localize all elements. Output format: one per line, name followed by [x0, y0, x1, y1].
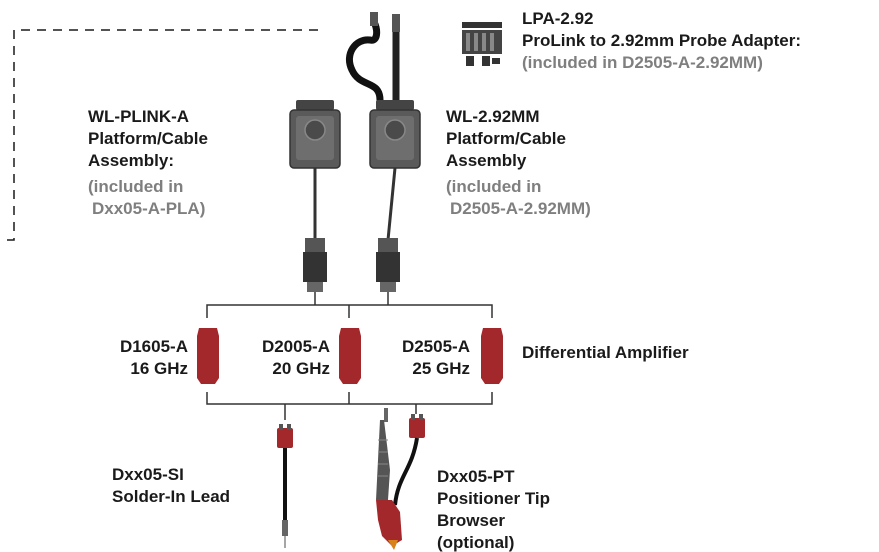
wl-292-note2: D2505-A-2.92MM)	[450, 199, 591, 218]
amplifier-shapes	[197, 328, 503, 384]
wl-292-note1: (included in	[446, 177, 542, 196]
solder-in-desc: Solder-In Lead	[112, 487, 231, 506]
lpa-subtitle: ProLink to 2.92mm Probe Adapter:	[522, 31, 801, 50]
wl-plink-line3: Assembly:	[88, 151, 174, 170]
amp-bandwidth: 20 GHz	[272, 359, 330, 378]
wl-292-line2: Platform/Cable	[446, 129, 566, 148]
upper-bracket	[206, 292, 493, 318]
dashed-bracket	[4, 29, 318, 241]
positioner-line3: Browser	[437, 511, 506, 530]
plink-module	[289, 100, 341, 292]
wl292-module	[369, 100, 421, 292]
amp-model: D2005-A	[261, 337, 330, 356]
wl-292-line3: Assembly	[446, 151, 527, 170]
lpa-note: (included in D2505-A-2.92MM)	[522, 53, 763, 72]
adapter-icon	[462, 22, 502, 66]
amp-bandwidth: 16 GHz	[130, 359, 188, 378]
solder-in-lead	[277, 424, 293, 548]
positioner-optional: (optional)	[437, 533, 515, 552]
wl-292-title: WL-2.92MM	[446, 107, 540, 126]
cable-loop	[345, 12, 400, 104]
amp-model: D1605-A	[119, 337, 188, 356]
amplifier-label: Differential Amplifier	[522, 343, 689, 362]
wl-plink-note2: Dxx05-A-PLA)	[92, 199, 206, 218]
positioner-tip-browser	[376, 408, 425, 550]
wl-plink-line2: Platform/Cable	[88, 129, 208, 148]
amp-bandwidth: 25 GHz	[412, 359, 470, 378]
lower-bracket	[206, 392, 493, 420]
positioner-title: Dxx05-PT	[437, 467, 515, 486]
lpa-title: LPA-2.92	[522, 9, 594, 28]
amp-model: D2505-A	[401, 337, 470, 356]
wl-plink-title: WL-PLINK-A	[88, 107, 190, 126]
solder-in-title: Dxx05-SI	[112, 465, 184, 484]
wl-plink-note1: (included in	[88, 177, 184, 196]
positioner-line2: Positioner Tip	[437, 489, 551, 508]
